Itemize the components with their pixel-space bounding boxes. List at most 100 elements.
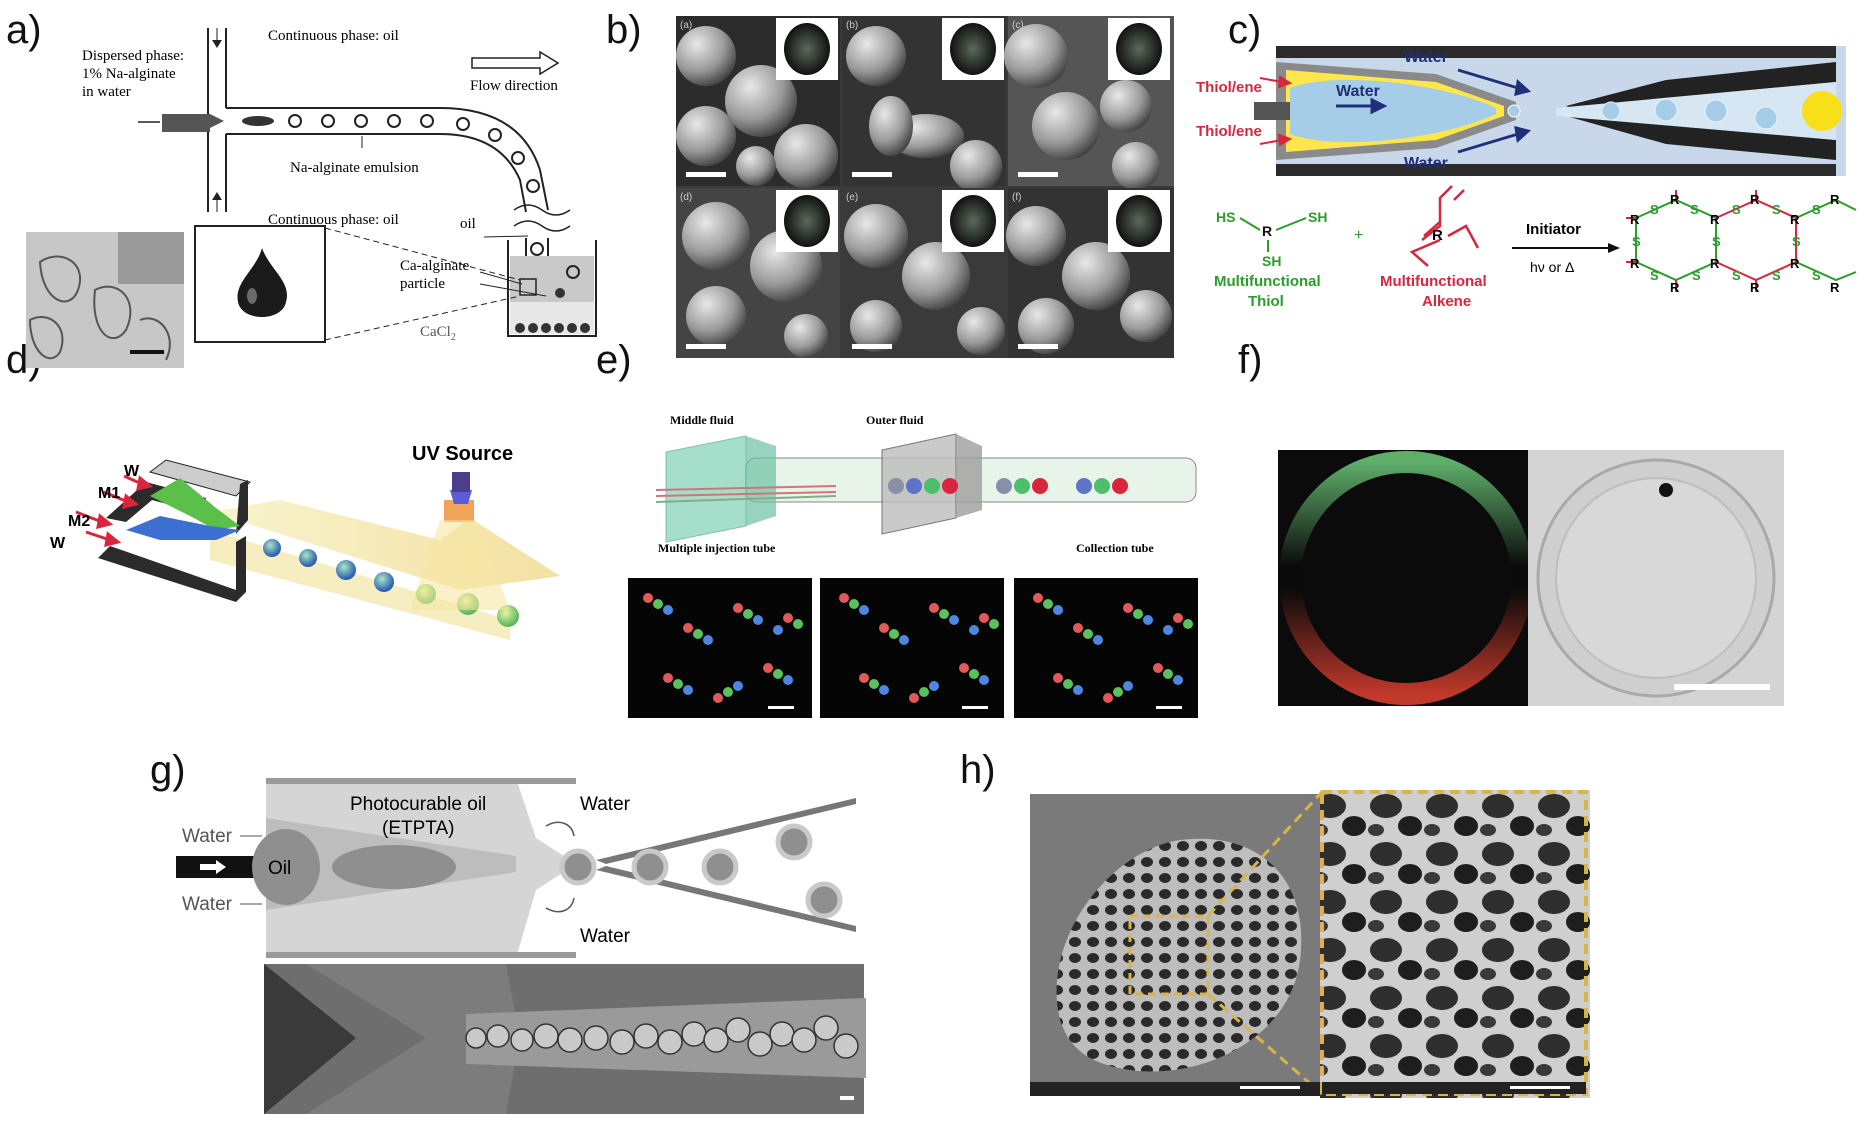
svg-text:R: R: [1670, 192, 1680, 207]
alkene-r: R: [1432, 227, 1443, 244]
alkene-label-2: Alkene: [1422, 293, 1471, 310]
continuous-phase-top: Continuous phase: oil: [268, 28, 399, 44]
svg-text:R: R: [1750, 280, 1760, 295]
sem-cell-6: [1006, 188, 1174, 358]
water-left-top: Water: [182, 826, 233, 847]
panel-e-device: Middle fluid Outer fluid Multiple inject…: [636, 406, 1202, 576]
svg-text:R: R: [1830, 280, 1840, 295]
svg-text:S: S: [1772, 202, 1781, 217]
sem-sublabel-c: (c): [1012, 20, 1024, 31]
particle-line2: particle: [400, 276, 445, 292]
continuous-phase-bottom: Continuous phase: oil: [268, 212, 399, 228]
panel-c-schematic: Water Water Water Thiol/ene Thiol/ene HS…: [1196, 40, 1866, 340]
svg-text:S: S: [1792, 234, 1801, 249]
svg-text:S: S: [1650, 202, 1659, 217]
svg-text:S: S: [1732, 202, 1741, 217]
panel-h-sem: [1030, 790, 1590, 1098]
sem-cell-1: [676, 16, 840, 188]
initiator-label: Initiator: [1526, 221, 1581, 238]
panel-b-sem-grid: (a) (b) (c) (d) (e) (f): [676, 16, 1174, 358]
oil-label: oil: [460, 216, 476, 232]
dispersed-phase-line1: Dispersed phase:: [82, 48, 184, 64]
sem-sublabel-b: (b): [846, 20, 858, 31]
panel-f-micrographs: [1278, 450, 1784, 706]
panel-label-a: a): [6, 8, 42, 52]
svg-text:R: R: [1710, 256, 1720, 271]
thiol-ene-top: Thiol/ene: [1196, 79, 1262, 96]
svg-text:S: S: [1772, 268, 1781, 283]
svg-text:R: R: [1630, 256, 1640, 271]
w-top-label: W: [124, 463, 140, 480]
sem-sublabel-a: (a): [680, 20, 692, 31]
photocurable-line2: (ETPTA): [382, 818, 454, 839]
dispersed-phase-line2: 1% Na-alginate: [82, 66, 176, 82]
svg-text:SH: SH: [1308, 209, 1327, 225]
svg-text:R: R: [1262, 223, 1272, 239]
svg-text:S: S: [1650, 268, 1659, 283]
middle-fluid-label: Middle fluid: [670, 413, 734, 427]
water-right-top: Water: [580, 794, 631, 815]
water-left-bottom: Water: [182, 894, 233, 915]
svg-text:R: R: [1630, 212, 1640, 227]
panel-label-g: g): [150, 748, 186, 792]
panel-h-svg: [1030, 790, 1590, 1098]
panel-label-e: e): [596, 338, 632, 382]
flow-direction-label: Flow direction: [470, 78, 558, 94]
collection-tube-label: Collection tube: [1076, 541, 1154, 555]
svg-text:S: S: [1812, 268, 1821, 283]
sem-sublabel-d: (d): [680, 192, 692, 203]
panel-label-b: b): [606, 8, 642, 52]
svg-text:S: S: [1712, 234, 1721, 249]
panel-f-svg: [1278, 450, 1784, 706]
panel-e-svg: Middle fluid Outer fluid Multiple inject…: [655, 413, 1197, 555]
panel-c-svg: Water Water Water Thiol/ene Thiol/ene HS…: [1196, 46, 1857, 310]
water-bottom-label: Water: [1404, 155, 1448, 172]
outer-fluid-label: Outer fluid: [866, 413, 924, 427]
panel-d-svg: UV Source W M1 M2 W: [50, 443, 560, 640]
w-bottom-label: W: [50, 535, 66, 552]
panel-a-svg: Dispersed phase: 1% Na-alginate in water…: [26, 28, 597, 368]
svg-text:S: S: [1632, 234, 1641, 249]
uv-source-label: UV Source: [412, 443, 513, 465]
sem-sublabel-f: (f): [1012, 192, 1021, 203]
thiol-label-1: Multifunctional: [1214, 273, 1321, 290]
injection-tube-label: Multiple injection tube: [658, 541, 776, 555]
panel-e-micrographs: [628, 578, 1198, 718]
svg-text:S: S: [1812, 202, 1821, 217]
m1-label: M1: [98, 485, 120, 502]
panel-g-schematic: Photocurable oil (ETPTA) Water Water Wat…: [176, 778, 866, 1120]
emulsion-label: Na-alginate emulsion: [290, 160, 419, 176]
panel-b-svg: (a) (b) (c) (d) (e) (f): [676, 16, 1174, 358]
panel-label-c: c): [1228, 8, 1262, 52]
svg-text:S: S: [1692, 268, 1701, 283]
panel-d-illustration: UV Source W M1 M2 W: [40, 430, 580, 670]
svg-text:S: S: [1690, 202, 1699, 217]
polymer-network: [1626, 190, 1857, 292]
panel-label-h: h): [960, 748, 996, 792]
sem-cell-5: [842, 188, 1006, 358]
cacl2-label: CaCl2: [420, 324, 456, 343]
thiol-ene-bottom: Thiol/ene: [1196, 123, 1262, 140]
water-inner-label: Water: [1336, 83, 1380, 100]
sem-cell-2: [842, 16, 1006, 192]
water-right-bottom: Water: [580, 926, 631, 947]
photocurable-line1: Photocurable oil: [350, 794, 486, 815]
plus-sign: +: [1354, 227, 1363, 244]
svg-text:R: R: [1790, 212, 1800, 227]
panel-e-micro-svg: [628, 578, 1198, 718]
conditions-label: hν or Δ: [1530, 259, 1574, 275]
alkene-molecule: [1409, 185, 1480, 267]
thiol-molecule: HS R SH SH: [1216, 209, 1327, 269]
panel-label-f: f): [1238, 338, 1263, 382]
svg-text:R: R: [1790, 256, 1800, 271]
svg-text:HS: HS: [1216, 209, 1235, 225]
alkene-label-1: Multifunctional: [1380, 273, 1487, 290]
panel-a-schematic: Dispersed phase: 1% Na-alginate in water…: [0, 0, 600, 370]
svg-text:SH: SH: [1262, 253, 1281, 269]
oil-droplet-label: Oil: [268, 858, 291, 879]
sem-cell-3: [1004, 16, 1174, 190]
particle-line1: Ca-alginate: [400, 258, 469, 274]
svg-text:R: R: [1670, 280, 1680, 295]
sem-cell-4: [676, 188, 840, 358]
